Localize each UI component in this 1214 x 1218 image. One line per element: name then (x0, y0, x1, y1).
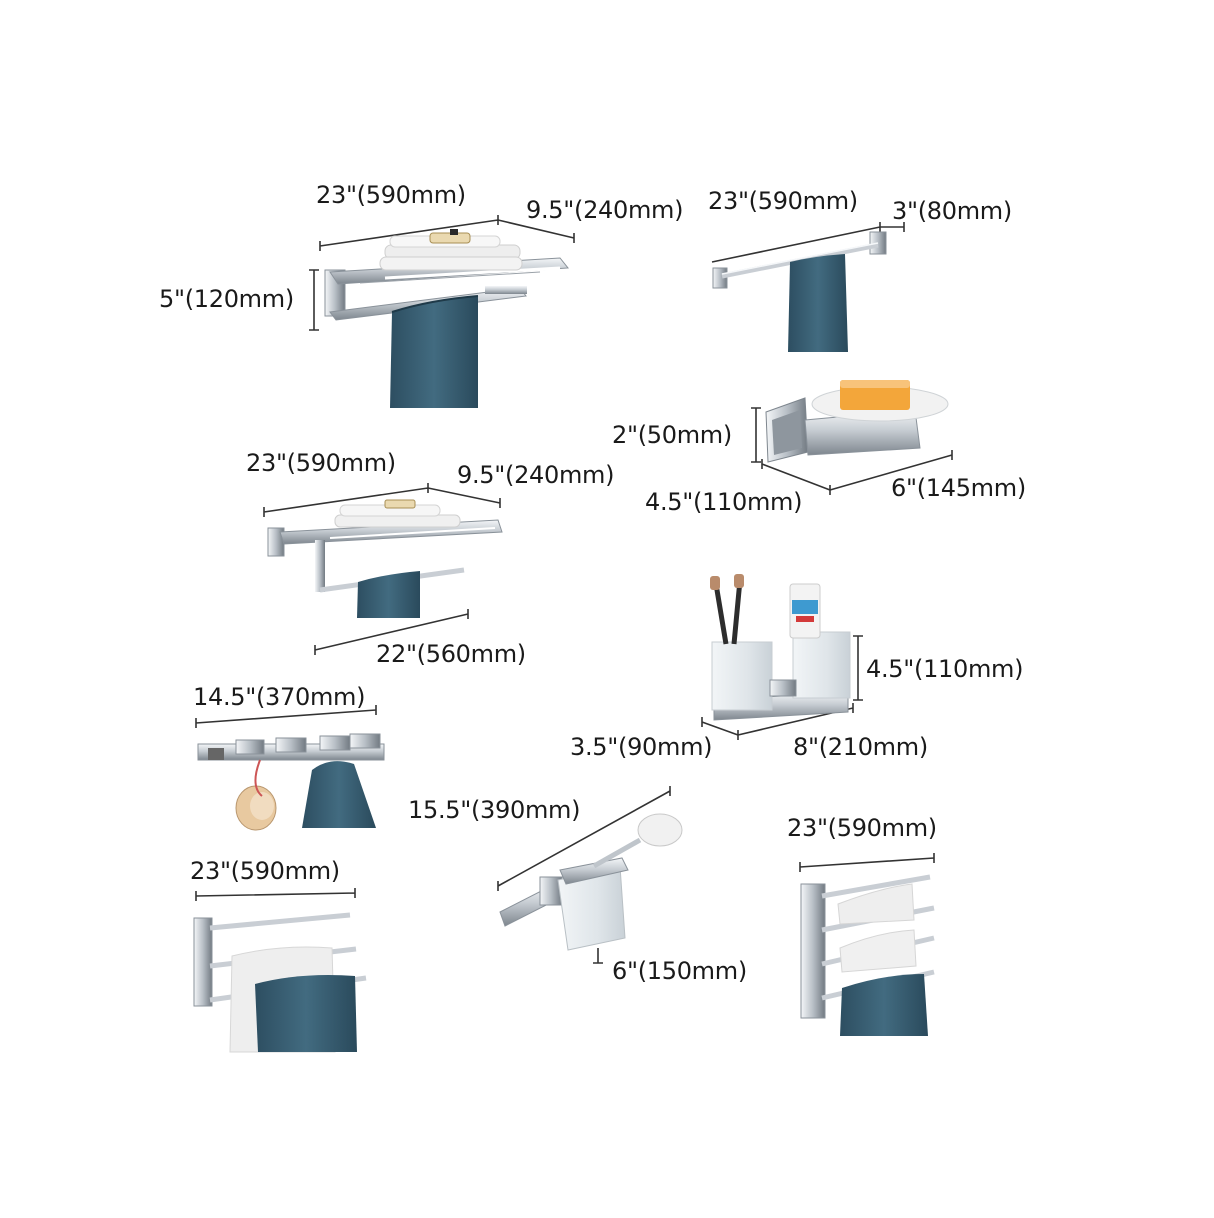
double-towel-rack-image (324, 229, 569, 408)
quad-swing-bar-image (800, 874, 935, 1036)
rack-width-label: 23"(590mm) (316, 181, 466, 209)
soap-depth-label: 4.5"(110mm) (645, 488, 803, 516)
dim-line-quad-width (799, 853, 935, 872)
dim-line-bar-projection (880, 222, 905, 232)
dim-line-soap-depth (761, 459, 831, 491)
soap-width-label: 6"(145mm) (891, 474, 1026, 502)
dim-line-bar-width (711, 222, 881, 263)
dim-line-cup-depth (701, 717, 739, 736)
toilet-brush-holder-image (499, 813, 683, 951)
towel-shelf-image (267, 499, 503, 618)
rack-height-label: 5"(120mm) (159, 285, 294, 313)
cup-width-label: 8"(210mm) (793, 733, 928, 761)
soap-dish-image (765, 380, 949, 463)
hook-width-label: 14.5"(370mm) (193, 683, 366, 711)
dim-line-rack-height (309, 269, 319, 331)
brush-width-label: 6"(150mm) (612, 957, 747, 985)
dim-line-shelf-depth (427, 487, 501, 508)
dim-line-shelf-bar (314, 609, 469, 655)
brush-length-label: 15.5"(390mm) (408, 796, 581, 824)
cup-depth-label: 3.5"(90mm) (570, 733, 713, 761)
single-towel-bar-image (712, 231, 887, 352)
dim-line-soap-height (751, 407, 761, 463)
dim-line-hook-width (195, 705, 377, 728)
soap-height-label: 2"(50mm) (612, 421, 732, 449)
dim-line-rack-depth (497, 219, 575, 243)
rack-depth-label: 9.5"(240mm) (526, 196, 684, 224)
dim-line-soap-width (829, 450, 953, 495)
shelf-bar-label: 22"(560mm) (376, 640, 526, 668)
cup-height-label: 4.5"(110mm) (866, 655, 1024, 683)
triple-width-label: 23"(590mm) (190, 857, 340, 885)
dim-line-triple-width (195, 888, 356, 901)
dim-line-brush-width (593, 948, 603, 964)
shelf-width-label: 23"(590mm) (246, 449, 396, 477)
dim-line-brush-length (497, 786, 671, 891)
bar-width-label: 23"(590mm) (708, 187, 858, 215)
toothbrush-cup-holder-image (710, 574, 851, 721)
dim-line-cup-height (853, 635, 863, 701)
quad-width-label: 23"(590mm) (787, 814, 937, 842)
robe-hook-rail-image (197, 733, 385, 831)
triple-swing-bar-image (193, 912, 367, 1053)
dimension-lines (195, 215, 953, 964)
shelf-depth-label: 9.5"(240mm) (457, 461, 615, 489)
bar-projection-label: 3"(80mm) (892, 197, 1012, 225)
